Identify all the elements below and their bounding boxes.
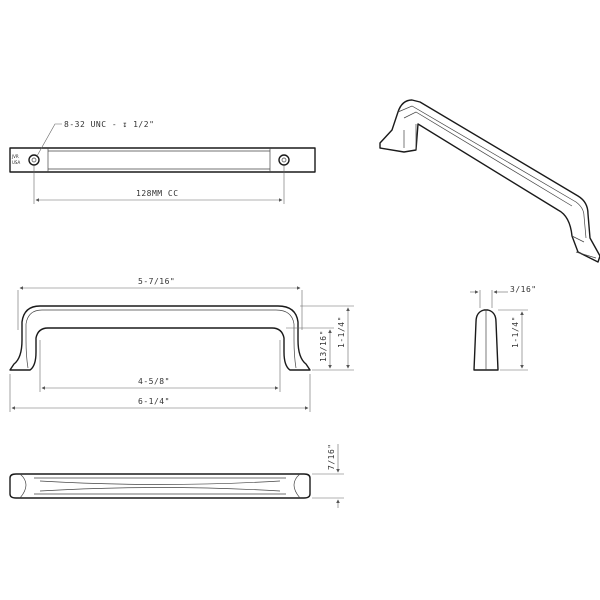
side-thickness-label: 3/16" [510,285,537,294]
front-top-dimension-label: 5-7/16" [138,277,175,286]
bottom-outline [9,473,311,499]
iso-face-line-1 [403,111,573,207]
bottom-edge-lines [34,477,286,495]
top-view: JVR USA 8-32 UNC - ↧ 1/2" 128MM CC [9,120,316,204]
logo-text-2: USA [12,160,21,165]
cc-dimension-label: 128MM CC [136,189,179,198]
top-view-outline [9,147,316,173]
left-hole-inner [31,157,37,163]
isometric-view [379,99,600,263]
logo-text-1: JVR [11,154,19,159]
front-inner-contour [25,309,297,369]
front-view: 5-7/16" 4-5/8" 6-1/4" 1-1/4" 13/16" [9,277,354,412]
front-handle-outline [9,305,311,371]
iso-foot-lines [571,235,597,259]
side-profile-outline [473,309,499,371]
front-clear-dimension-label: 13/16" [319,330,328,362]
thread-leader-line [36,123,62,157]
bottom-end-curves [19,473,301,499]
right-mounting-hole [278,154,290,166]
thread-callout: 8-32 UNC - ↧ 1/2" [64,120,154,129]
iso-handle-body [379,99,600,263]
side-view: 3/16" 1-1/4" [470,285,537,371]
iso-leg-lines [403,124,417,150]
iso-top-edge [397,105,587,239]
bottom-width-label: 7/16" [327,443,336,470]
front-inner-dimension-label: 4-5/8" [138,377,170,386]
front-overall-dimension-label: 6-1/4" [138,397,170,406]
left-mounting-hole [28,154,40,166]
bottom-view: 7/16" [9,443,344,508]
side-projection-label: 1-1/4" [511,316,520,348]
bottom-channel-lines [39,480,281,492]
right-hole-inner [281,157,287,163]
front-proj-dimension-label: 1-1/4" [337,316,346,348]
